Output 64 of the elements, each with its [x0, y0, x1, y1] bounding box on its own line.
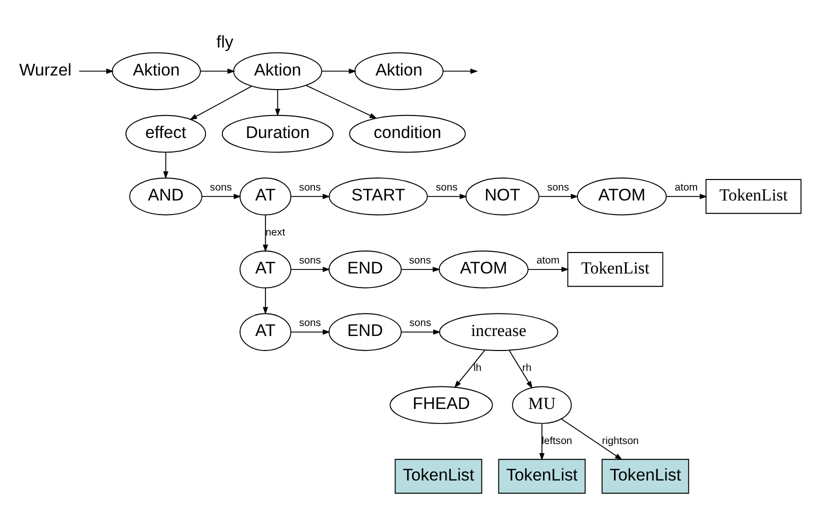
arrow — [163, 152, 168, 179]
arrow — [290, 194, 330, 200]
arrow — [321, 68, 356, 74]
edge-label: rightson — [602, 436, 639, 448]
node-ellipse: NOT — [465, 178, 540, 216]
node-ellipse: Duration — [222, 114, 334, 153]
edge-label: sons — [299, 318, 321, 330]
node-ellipse: AT — [240, 178, 292, 216]
arrow — [666, 194, 708, 200]
node-ellipse: END — [328, 250, 402, 288]
node-ellipse: increase — [439, 313, 558, 351]
node-label: fly — [216, 32, 234, 52]
edge-label: sons — [210, 182, 232, 194]
arrow — [539, 423, 545, 461]
edge-label: leftson — [542, 436, 572, 448]
arrow — [400, 266, 440, 272]
arrow — [200, 68, 236, 74]
edge-label: sons — [436, 182, 458, 194]
arrow — [528, 266, 570, 272]
arrow — [290, 266, 330, 272]
arrow — [442, 68, 478, 74]
node-ellipse: MU — [512, 386, 572, 424]
node-ellipse: Aktion — [112, 52, 201, 90]
arrow — [538, 194, 578, 200]
arrow — [262, 288, 268, 315]
node-ellipse: condition — [349, 114, 466, 153]
arrow — [78, 68, 114, 74]
arrow — [427, 194, 468, 200]
node-box: TokenList — [567, 252, 664, 287]
node-box: TokenList — [394, 458, 482, 494]
arrow — [454, 350, 486, 388]
node-ellipse: AT — [240, 313, 292, 351]
arrow — [262, 214, 268, 252]
edge-label: atom — [674, 182, 698, 194]
node-ellipse: AT — [240, 250, 292, 288]
node-ellipse: FHEAD — [390, 386, 493, 424]
arrow — [508, 350, 533, 389]
edge-label: rh — [522, 363, 532, 374]
arrow — [306, 85, 378, 119]
node-box: TokenList — [498, 458, 586, 494]
arrow — [560, 418, 622, 460]
arrow — [400, 329, 441, 335]
arrow — [290, 329, 330, 335]
edge-label: sons — [409, 256, 431, 267]
node-ellipse: START — [328, 178, 428, 216]
edge-label: sons — [299, 256, 321, 267]
arrow — [190, 86, 252, 120]
node-box: TokenList — [706, 179, 802, 214]
edge-label: lh — [473, 363, 482, 374]
edge-label: sons — [547, 182, 570, 194]
edge-label: sons — [409, 318, 432, 330]
node-ellipse: AND — [129, 178, 202, 216]
node-ellipse: Aktion — [233, 52, 322, 90]
edge-label: next — [266, 228, 286, 239]
arrow — [275, 90, 280, 116]
node-ellipse: ATOM — [438, 250, 529, 288]
arrow — [201, 194, 242, 200]
edge-label: atom — [536, 256, 560, 267]
node-ellipse: Aktion — [354, 52, 444, 90]
node-text: Wurzel — [19, 60, 72, 80]
node-box: TokenList — [602, 458, 690, 494]
node-ellipse: ATOM — [576, 178, 667, 216]
edge-label: sons — [299, 182, 321, 194]
node-ellipse: END — [328, 313, 402, 351]
